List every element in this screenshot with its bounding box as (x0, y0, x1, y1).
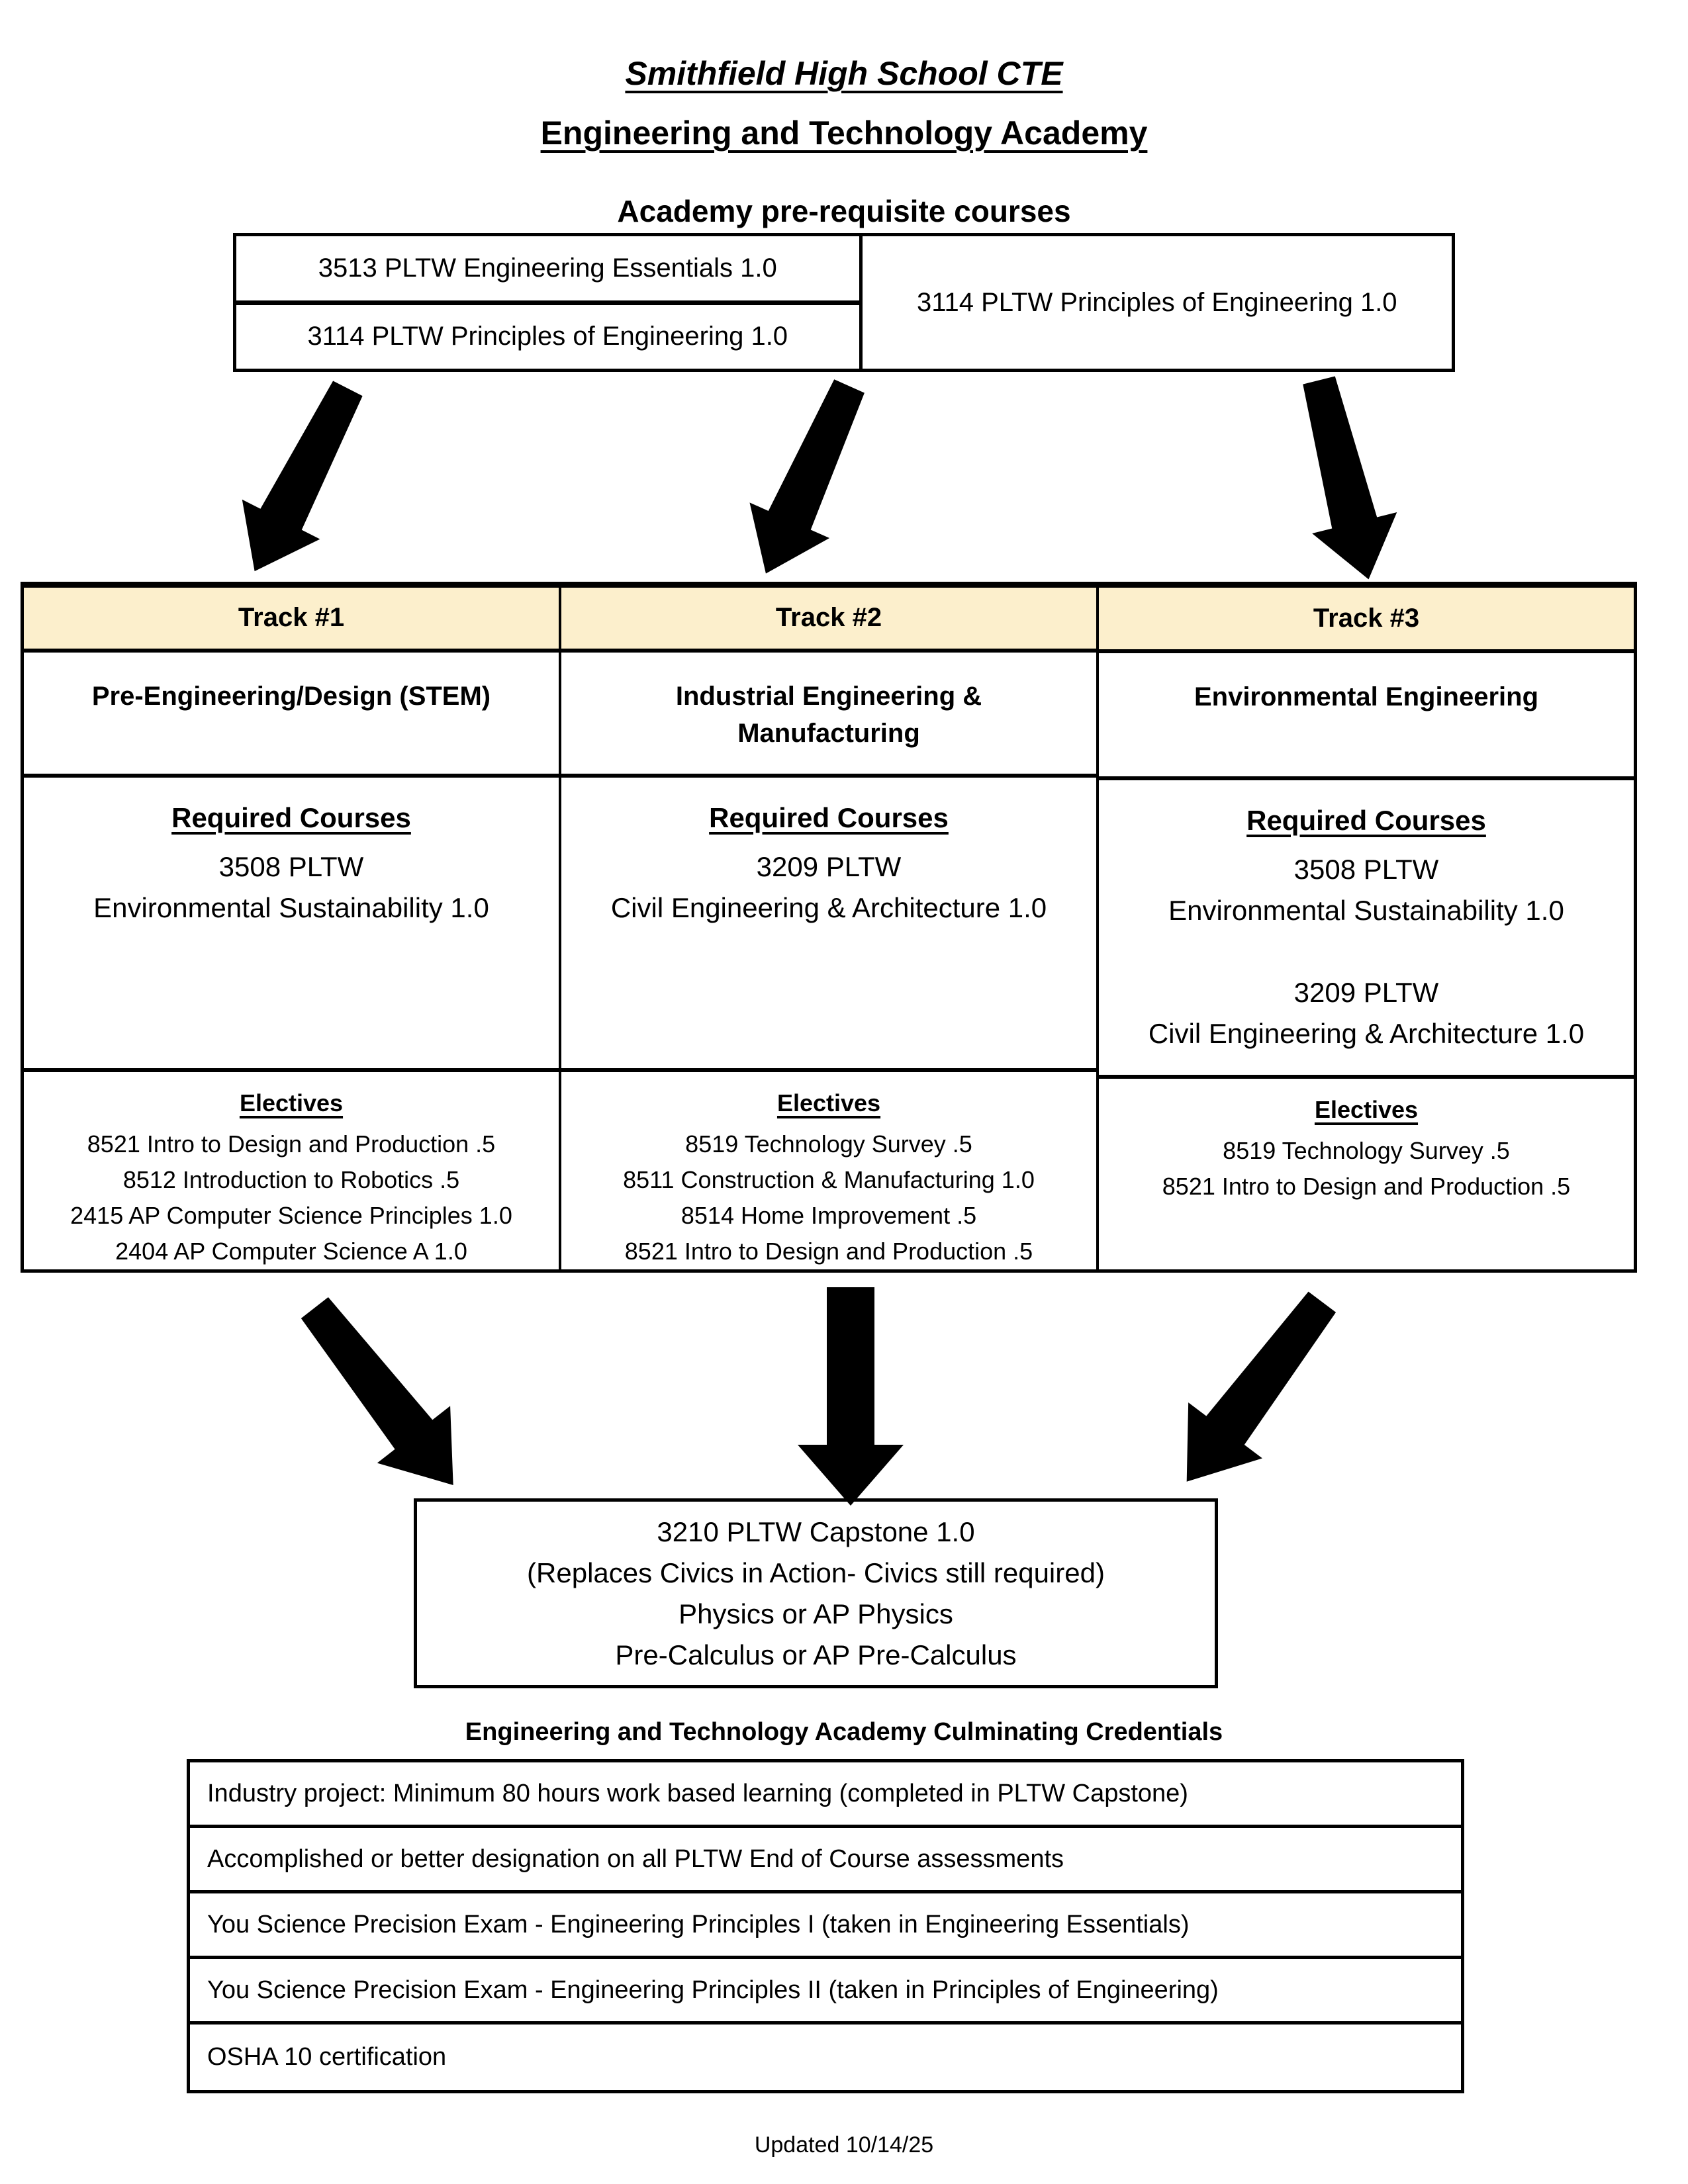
credential-row: Industry project: Minimum 80 hours work … (190, 1762, 1461, 1828)
track-column-1: Track #1 Pre-Engineering/Design (STEM) R… (24, 588, 559, 1269)
required-course-line: Environmental Sustainability 1.0 (1168, 895, 1564, 926)
elective-line: 2404 AP Computer Science A 1.0 (115, 1238, 467, 1265)
required-course-line: 3209 PLTW (1293, 977, 1439, 1008)
elective-line: 8519 Technology Survey .5 (685, 1130, 972, 1158)
capstone-line: Physics or AP Physics (679, 1598, 953, 1629)
elective-line: 8519 Technology Survey .5 (1223, 1137, 1510, 1164)
track-name: Industrial Engineering & Manufacturing (561, 653, 1096, 778)
elective-line: 8521 Intro to Design and Production .5 (1162, 1173, 1571, 1200)
track-header: Track #3 (1099, 588, 1634, 653)
track-column-3: Track #3 Environmental Engineering Requi… (1096, 588, 1634, 1269)
required-course-line: 3508 PLTW (1293, 854, 1439, 885)
required-course-line (1099, 931, 1634, 972)
arrow-down-left-icon (1186, 1291, 1336, 1482)
page-title-line1: Smithfield High School CTE (625, 55, 1063, 92)
elective-line: 8512 Introduction to Robotics .5 (122, 1166, 460, 1193)
credential-row: OSHA 10 certification (207, 2043, 447, 2071)
prerequisites-heading: Academy pre-requisite courses (617, 194, 1071, 228)
credential-row: You Science Precision Exam - Engineering… (190, 1893, 1461, 1959)
prerequisite-left-column: 3513 PLTW Engineering Essentials 1.0 311… (236, 236, 863, 369)
credentials-table: Industry project: Minimum 80 hours work … (187, 1759, 1464, 2093)
capstone-line: Pre-Calculus or AP Pre-Calculus (615, 1639, 1017, 1670)
arrow-down-icon (798, 1287, 904, 1506)
elective-line: 2415 AP Computer Science Principles 1.0 (70, 1202, 512, 1229)
prerequisite-table: 3513 PLTW Engineering Essentials 1.0 311… (233, 233, 1455, 372)
required-course-line: Civil Engineering & Architecture 1.0 (1148, 1018, 1585, 1049)
footer-updated-date: Updated 10/14/25 (754, 2132, 934, 2158)
capstone-box: 3210 PLTW Capstone 1.0 (Replaces Civics … (414, 1498, 1218, 1688)
elective-line: 8511 Construction & Manufacturing 1.0 (623, 1166, 1035, 1193)
arrow-down-left-icon (749, 379, 865, 574)
electives-cell: Electives 8519 Technology Survey .5 8521… (1099, 1079, 1634, 1269)
electives-cell: Electives 8521 Intro to Design and Produ… (24, 1072, 559, 1269)
arrow-down-left-icon (242, 381, 363, 572)
arrow-down-right-icon (1303, 376, 1397, 580)
page-title-line2: Engineering and Technology Academy (540, 114, 1148, 152)
tracks-table: Track #1 Pre-Engineering/Design (STEM) R… (21, 582, 1637, 1273)
credential-row: Accomplished or better designation on al… (190, 1828, 1461, 1893)
required-courses-cell: Required Courses 3508 PLTW Environmental… (1099, 780, 1634, 1079)
electives-heading: Electives (239, 1089, 344, 1116)
capstone-line: 3210 PLTW Capstone 1.0 (657, 1516, 975, 1547)
required-courses-cell: Required Courses 3209 PLTW Civil Enginee… (561, 778, 1096, 1072)
elective-line: 8521 Intro to Design and Production .5 (87, 1130, 496, 1158)
track-header: Track #2 (561, 588, 1096, 653)
required-course-line: 3209 PLTW (756, 851, 902, 883)
elective-line: 8514 Home Improvement .5 (680, 1202, 977, 1229)
credentials-heading: Engineering and Technology Academy Culmi… (465, 1718, 1223, 1746)
required-courses-heading: Required Courses (171, 802, 411, 834)
capstone-line: (Replaces Civics in Action- Civics still… (527, 1557, 1105, 1588)
electives-heading: Electives (1314, 1096, 1419, 1123)
prerequisite-course: 3114 PLTW Principles of Engineering 1.0 (916, 287, 1397, 317)
electives-heading: Electives (776, 1089, 881, 1116)
required-course-line: 3508 PLTW (218, 851, 364, 883)
track-header: Track #1 (24, 588, 559, 653)
prerequisite-course: 3114 PLTW Principles of Engineering 1.0 (307, 322, 788, 351)
elective-line: 8521 Intro to Design and Production .5 (624, 1238, 1033, 1265)
required-courses-heading: Required Courses (709, 802, 949, 834)
track-name: Pre-Engineering/Design (STEM) (24, 653, 559, 778)
required-course-line: Environmental Sustainability 1.0 (93, 892, 489, 924)
required-course-line: Civil Engineering & Architecture 1.0 (610, 892, 1047, 924)
track-column-2: Track #2 Industrial Engineering & Manufa… (559, 588, 1096, 1269)
arrow-down-right-icon (301, 1297, 453, 1485)
prerequisite-course: 3513 PLTW Engineering Essentials 1.0 (236, 236, 859, 305)
required-courses-heading: Required Courses (1246, 805, 1486, 836)
required-courses-cell: Required Courses 3508 PLTW Environmental… (24, 778, 559, 1072)
electives-cell: Electives 8519 Technology Survey .5 8511… (561, 1072, 1096, 1269)
credential-row: You Science Precision Exam - Engineering… (190, 1959, 1461, 2025)
track-name: Environmental Engineering (1099, 653, 1634, 780)
